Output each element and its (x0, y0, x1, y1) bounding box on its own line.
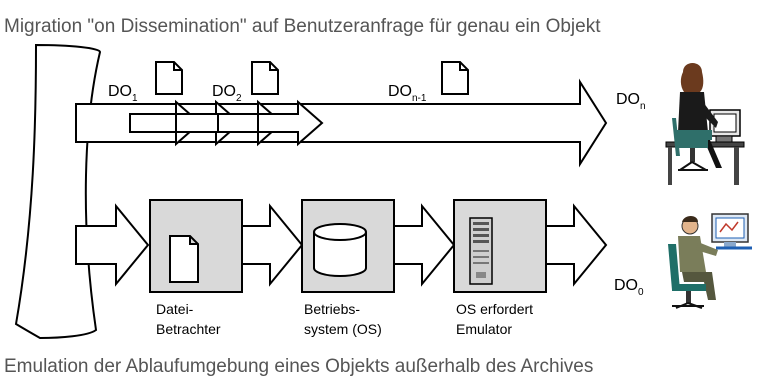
migration-step-arrow-1 (129, 99, 202, 147)
document-icon-3 (441, 61, 469, 95)
emulation-arrow-4 (545, 203, 608, 287)
emulation-arrow-3 (393, 203, 456, 287)
top-caption: Migration "on Dissemination" auf Benutze… (4, 16, 601, 37)
migration-step-arrow-2 (175, 99, 242, 147)
emulator-label-line1: OS erfordert (456, 301, 533, 317)
file-viewer-document-icon (169, 235, 199, 283)
migration-step-arrow-4 (257, 99, 324, 147)
migration-main-arrow (75, 78, 608, 168)
emulator-label-line2: Emulator (456, 321, 512, 337)
migration-object-label-3: DOn-1 (388, 83, 427, 104)
database-cylinder-icon (313, 223, 367, 277)
bottom-caption: Emulation der Ablaufumgebung eines Objek… (4, 356, 593, 377)
user-at-computer-icon (665, 63, 745, 185)
emulation-arrow-2 (241, 203, 304, 287)
migration-result-label: DOn (616, 91, 646, 112)
archive-scroll-shape (14, 43, 102, 340)
migration-object-label-1: DO1 (108, 83, 138, 104)
operating-system-label-line2: system (OS) (304, 321, 382, 337)
emulation-arrow-1 (75, 203, 150, 287)
operating-system-label-line1: Betriebs- (304, 301, 360, 317)
migration-step-arrow-3 (217, 99, 284, 147)
document-icon-2 (251, 61, 279, 95)
file-viewer-label-line1: Datei- (156, 301, 194, 317)
file-viewer-label-line2: Betrachter (156, 321, 221, 337)
emulator-box (453, 199, 547, 293)
emulation-result-label: DO0 (614, 277, 644, 298)
man-at-computer-icon (668, 213, 752, 309)
server-tower-icon (469, 217, 493, 285)
migration-object-label-2: DO2 (212, 83, 242, 104)
document-icon-1 (155, 61, 183, 95)
